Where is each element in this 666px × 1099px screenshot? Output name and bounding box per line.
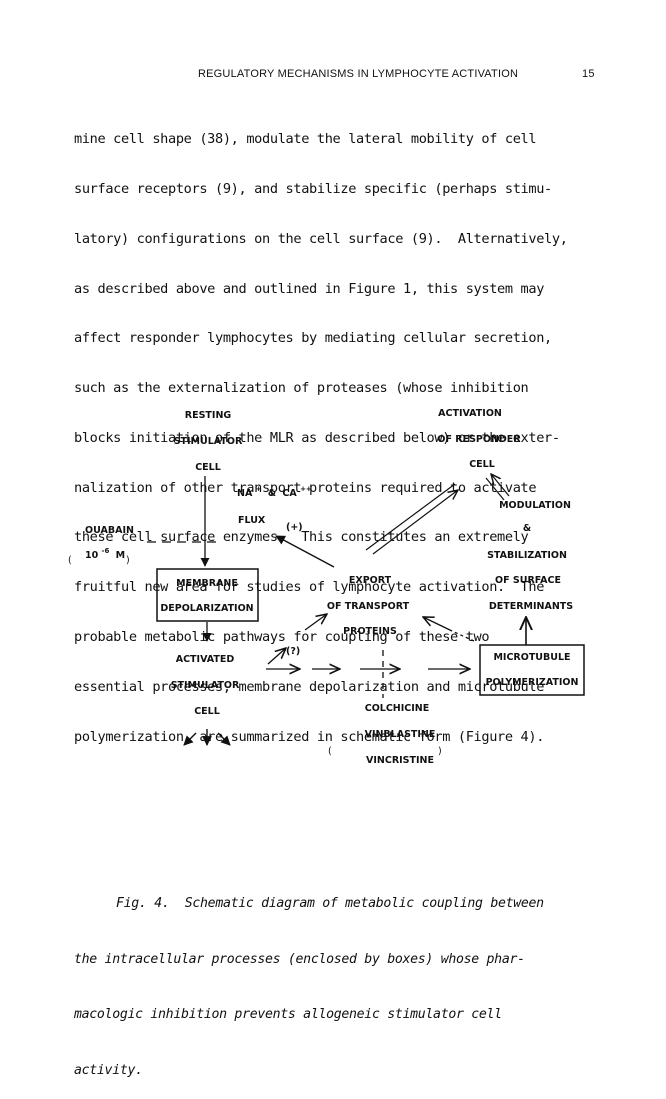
caption-line: activity. bbox=[74, 1062, 143, 1078]
running-header: REGULATORY MECHANISMS IN LYMPHOCYTE ACTI… bbox=[0, 68, 666, 84]
inhibitor-label: VINBLASTINE bbox=[365, 729, 436, 740]
caption-line: the intracellular processes (enclosed by… bbox=[74, 951, 525, 967]
body-line: probable metabolic pathways for coupling… bbox=[74, 629, 490, 645]
activated-label: ACTIVATED bbox=[176, 654, 235, 665]
membrane-box-label: MEMBRANE bbox=[176, 578, 238, 589]
microtubule-to-export-arrow bbox=[451, 630, 475, 642]
microtubule-box-label: MICROTUBULE bbox=[493, 652, 570, 663]
modulation-arrow bbox=[491, 474, 510, 497]
ouabain-label: OUABAIN bbox=[85, 525, 134, 536]
activated-label: STIMULATOR bbox=[171, 680, 240, 691]
microtubule-box-label: POLYMERIZATION bbox=[486, 677, 579, 688]
flux-label: FLUX bbox=[238, 515, 266, 526]
inhibitor-label: VINCRISTINE bbox=[366, 755, 434, 766]
body-line: fruitful new area for studies of lymphoc… bbox=[74, 579, 545, 596]
question-label: (?) bbox=[286, 646, 300, 657]
metabolic-coupling-diagram: RESTING STIMULATOR CELL ACTIVATION OF RE… bbox=[68, 408, 585, 766]
activated-label: CELL bbox=[194, 706, 220, 717]
caption-line: macologic inhibition prevents allogeneic… bbox=[74, 1007, 502, 1022]
membrane-box-label: DEPOLARIZATION bbox=[160, 603, 253, 614]
activated-out-arrow bbox=[217, 732, 231, 746]
conc-exponent: -6 bbox=[102, 547, 110, 555]
ca-text: CA bbox=[282, 488, 297, 499]
membrane-depolarization-box bbox=[156, 568, 259, 622]
modulation-arrow bbox=[485, 477, 505, 501]
resting-label: STIMULATOR bbox=[174, 436, 243, 447]
activated-out-arrow bbox=[183, 732, 197, 746]
running-title: REGULATORY MECHANISMS IN LYMPHOCYTE ACTI… bbox=[198, 68, 519, 80]
resting-label: CELL bbox=[195, 462, 221, 473]
to-responder-arrow bbox=[372, 490, 458, 555]
body-paragraph: mine cell shape (38), modulate the later… bbox=[74, 98, 614, 762]
na-charge: + bbox=[256, 485, 262, 493]
body-line: blocks initiation of the MLR as describe… bbox=[74, 429, 560, 446]
export-label: EXPORT bbox=[349, 575, 392, 586]
figure-caption: Fig. 4. Schematic diagram of metabolic c… bbox=[74, 858, 614, 1099]
na-text: NA bbox=[237, 488, 253, 499]
activation-label: CELL bbox=[469, 459, 495, 470]
ouabain-left-paren: ( bbox=[68, 555, 72, 566]
body-line: latory) configurations on the cell surfa… bbox=[74, 230, 568, 247]
body-line: surface receptors (9), and stabilize spe… bbox=[74, 180, 552, 197]
modulation-label: MODULATION bbox=[499, 500, 571, 511]
conc-base: 10 bbox=[85, 550, 99, 561]
export-label: PROTEINS bbox=[343, 626, 397, 637]
caption-line: Fig. 4. Schematic diagram of metabolic c… bbox=[116, 896, 544, 911]
body-line: affect responder lymphocytes by mediatin… bbox=[74, 330, 552, 347]
to-responder-arrow bbox=[365, 483, 456, 551]
body-line: polymerization, are summarized in schema… bbox=[74, 728, 545, 745]
microtubule-polymerization-box bbox=[479, 644, 585, 696]
upward-export-arrow bbox=[304, 614, 327, 631]
modulation-label: & bbox=[523, 523, 531, 534]
activation-label: ACTIVATION bbox=[438, 408, 502, 419]
resting-label: RESTING bbox=[185, 410, 232, 421]
microtubule-to-export-arrow bbox=[423, 617, 453, 632]
modulation-label: DETERMINANTS bbox=[489, 601, 573, 612]
conc-unit: M bbox=[116, 550, 125, 561]
plus-label: (+) bbox=[286, 522, 303, 533]
modulation-label: STABILIZATION bbox=[487, 550, 567, 561]
body-line: nalization of other transport proteins r… bbox=[74, 479, 537, 496]
activation-label: OF RESPONDER bbox=[437, 434, 521, 445]
inhibitors-right-paren: ) bbox=[438, 746, 442, 757]
ampersand: & bbox=[268, 488, 276, 499]
ca-charge: ++ bbox=[300, 485, 312, 493]
na-label: NA + & CA ++ bbox=[237, 483, 312, 499]
inhibitors-left-paren: ( bbox=[328, 746, 332, 757]
ouabain-concentration: 10 -6 M bbox=[85, 545, 125, 561]
ouabain-right-paren: ) bbox=[126, 555, 130, 566]
inhibitor-label: COLCHICINE bbox=[365, 703, 430, 714]
body-line: mine cell shape (38), modulate the later… bbox=[74, 131, 537, 148]
modulation-label: OF SURFACE bbox=[495, 575, 561, 586]
export-feedback-arrow bbox=[275, 535, 335, 568]
page-number: 15 bbox=[582, 68, 595, 80]
body-line: such as the externalization of proteases… bbox=[74, 380, 529, 397]
question-arrow bbox=[267, 648, 286, 665]
body-line: as described above and outlined in Figur… bbox=[74, 280, 545, 297]
export-label: OF TRANSPORT bbox=[327, 601, 410, 612]
